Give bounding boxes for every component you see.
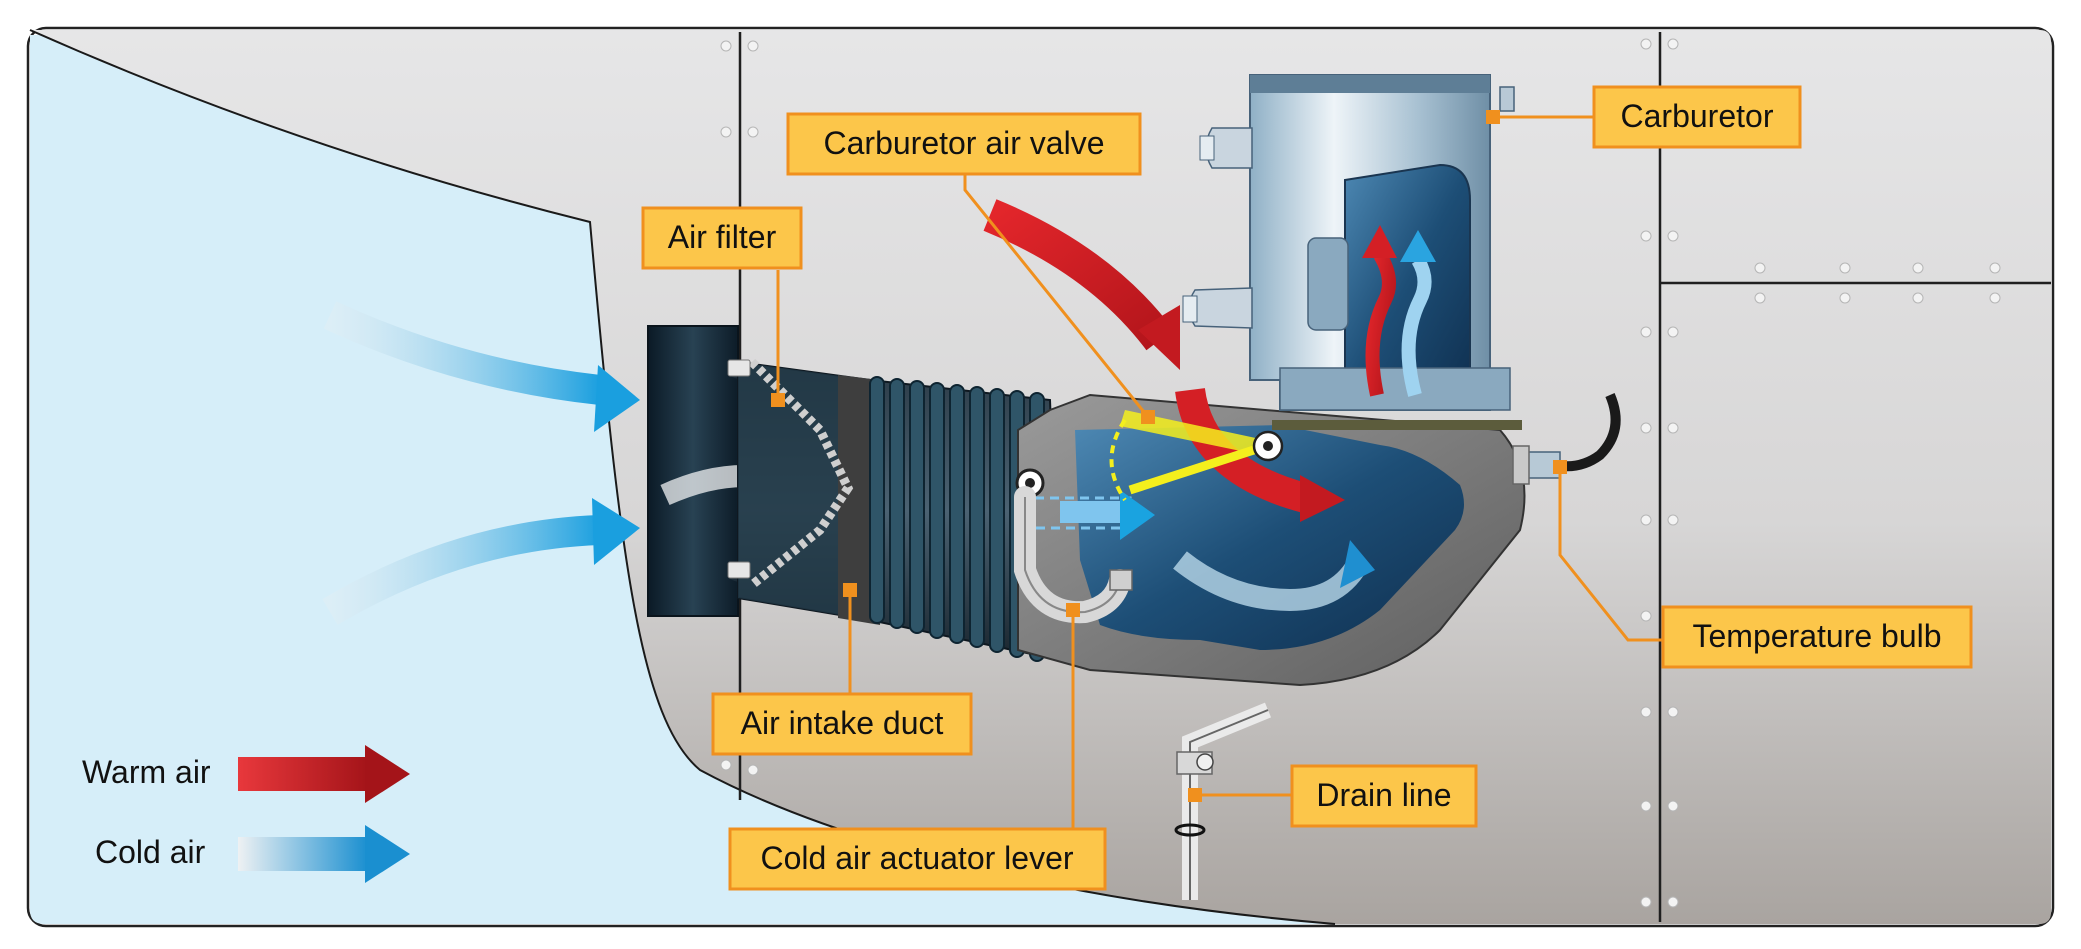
callout-cold-air-actuator-lever: Cold air actuator lever	[728, 827, 1107, 891]
carburetor-air-valve	[1109, 410, 1284, 502]
label-temperature-bulb: Temperature bulb	[1692, 618, 1941, 654]
callout-carburetor: Carburetor	[1592, 85, 1802, 149]
legend-warm-air-swatch	[238, 757, 368, 791]
cold-air-passage	[1018, 490, 1155, 540]
label-carburetor-air-valve: Carburetor air valve	[824, 125, 1105, 161]
callout-air-filter: Air filter	[641, 206, 803, 270]
callout-air-intake-duct: Air intake duct	[711, 692, 973, 756]
drain-line	[1174, 702, 1272, 900]
incoming-cold-air-arrows	[322, 301, 640, 625]
label-air-filter: Air filter	[668, 219, 777, 255]
legend: Warm air Cold air	[82, 745, 410, 883]
label-drain-line: Drain line	[1316, 777, 1451, 813]
label-air-intake-duct: Air intake duct	[741, 705, 944, 741]
air-filter-mesh	[727, 358, 854, 589]
legend-warm-air-arrowhead	[365, 745, 410, 803]
callout-carburetor-air-valve: Carburetor air valve	[786, 112, 1142, 176]
legend-cold-air-label: Cold air	[95, 834, 206, 870]
callout-drain-line: Drain line	[1290, 764, 1478, 828]
leader-lines	[776, 115, 1665, 832]
label-cold-air-actuator-lever: Cold air actuator lever	[760, 840, 1073, 876]
carburetor-body	[1182, 74, 1522, 430]
label-carburetor: Carburetor	[1621, 98, 1774, 134]
cold-air-actuator-lever	[1014, 468, 1133, 624]
legend-cold-air-swatch	[238, 837, 368, 871]
air-filter-housing	[647, 325, 800, 617]
leader-endpoints	[771, 110, 1567, 802]
callout-temperature-bulb: Temperature bulb	[1661, 605, 1973, 669]
legend-warm-air-label: Warm air	[82, 754, 211, 790]
carburetor-air-box	[1017, 393, 1526, 687]
legend-cold-air-arrowhead	[365, 825, 410, 883]
